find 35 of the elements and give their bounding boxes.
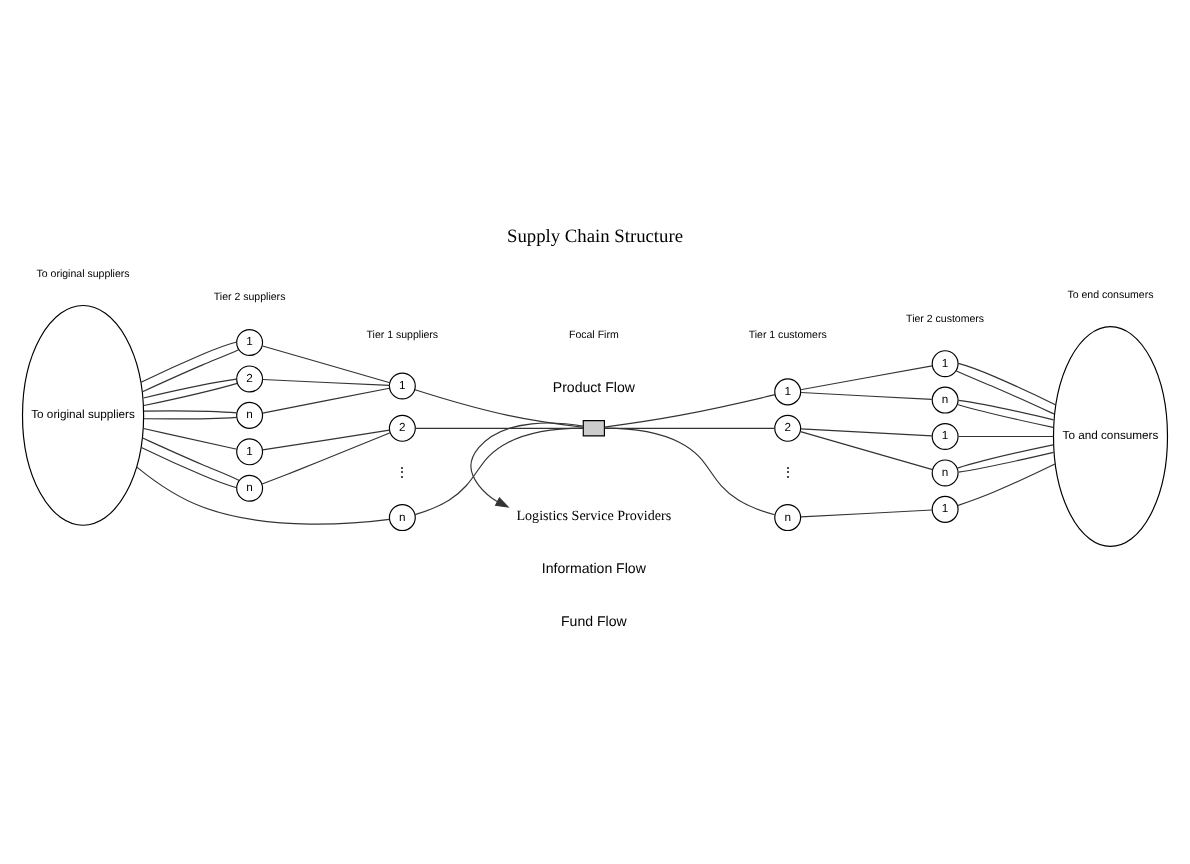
- connector: [140, 340, 238, 382]
- connector: [262, 344, 391, 383]
- connector: [799, 430, 934, 470]
- connector: [603, 393, 776, 427]
- node-box: [582, 419, 605, 436]
- connector: [261, 431, 391, 484]
- connector: [800, 508, 933, 517]
- connector: [955, 369, 1055, 414]
- connector: [262, 428, 390, 450]
- connector: [142, 436, 240, 481]
- connector: [957, 434, 1054, 437]
- connector: [136, 465, 391, 524]
- connector: [143, 381, 238, 406]
- connector: [799, 364, 933, 390]
- connector: [603, 426, 776, 515]
- connector: [262, 377, 390, 386]
- connector: [957, 450, 1055, 472]
- arrow: [470, 421, 584, 507]
- connector: [143, 415, 238, 419]
- connector: [414, 426, 584, 515]
- connector: [140, 445, 238, 488]
- connector: [142, 377, 238, 398]
- connector: [414, 388, 584, 427]
- connector: [957, 398, 1055, 420]
- connector: [142, 348, 240, 392]
- connector: [956, 443, 1054, 468]
- connector: [956, 462, 1056, 506]
- connector: [142, 426, 238, 449]
- diagram-title: Supply Chain Structure: [506, 227, 684, 248]
- connector: [800, 427, 933, 436]
- connector: [957, 361, 1056, 405]
- connector: [956, 402, 1054, 427]
- connector: [143, 409, 238, 413]
- connector: [800, 390, 933, 400]
- connector: [262, 386, 390, 413]
